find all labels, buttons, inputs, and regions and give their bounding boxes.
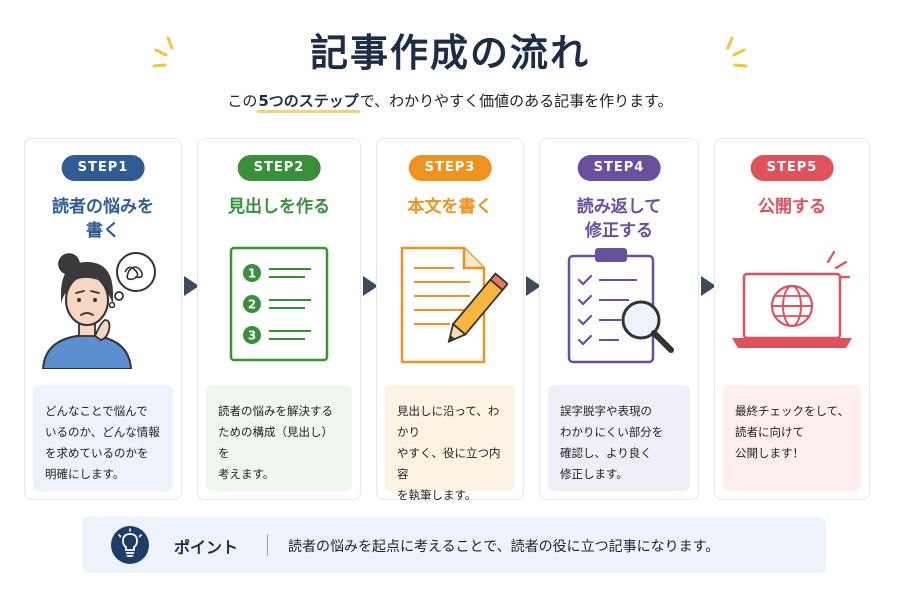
step-description: 誤字脱字や表現の わかりにくい部分を 確認し、より良く 修正します。 — [548, 385, 690, 491]
list-number: 2 — [248, 298, 256, 312]
step-description: 読者の悩みを解決する ための構成（見出し）を 考えます。 — [206, 385, 352, 491]
list-number: 1 — [248, 267, 256, 281]
step-card-3: STEP3 本文を書く 見出しに沿って、わかり やすく、役に立つ内容 を執筆しま… — [376, 138, 524, 502]
point-label: ポイント — [174, 538, 239, 557]
arrow-right-icon — [526, 276, 541, 296]
arrow-right-icon — [184, 276, 199, 296]
list-number: 3 — [248, 329, 256, 343]
numbered-list-icon: 1 2 3 — [229, 246, 329, 362]
arrow-right-icon — [363, 276, 378, 296]
step-card-5: STEP5 公開する 最終チェックをして、 読者に向けて 公開します！ — [714, 138, 870, 500]
laptop-globe-icon — [732, 250, 852, 348]
document-pencil-icon — [400, 246, 508, 364]
step-description: 最終チェックをして、 読者に向けて 公開します！ — [723, 385, 861, 491]
step-title: 読者の悩みを 書く — [52, 197, 154, 241]
point-banner: ポイント 読者の悩みを起点に考えることで、読者の役に立つ記事になります。 — [82, 517, 826, 573]
step-card-2: STEP2 見出しを作る 1 2 3 読者の悩みを解決する ための構成（見出し）… — [197, 138, 361, 500]
step-badge: STEP4 — [577, 155, 661, 181]
page-title: 記事作成の流れ — [309, 31, 590, 75]
lightbulb-icon — [111, 526, 149, 564]
point-text: 読者の悩みを起点に考えることで、読者の役に立つ記事になります。 — [288, 539, 720, 555]
step-badge: STEP1 — [61, 155, 145, 181]
step-title: 読み返して 修正する — [576, 197, 662, 241]
sparkle-right-icon — [726, 36, 748, 68]
step-title: 公開する — [758, 197, 826, 217]
checklist-magnifier-icon — [567, 248, 674, 364]
divider — [267, 534, 268, 556]
step-title: 見出しを作る — [228, 197, 330, 217]
subtitle: この5つのステップで、わかりやすく価値のある記事を作ります。 — [0, 90, 900, 113]
arrow-right-icon — [701, 276, 716, 296]
step-card-4: STEP4 読み返して 修正する 誤字脱字や表現の わかりにくい部分を 確認し、… — [539, 138, 699, 500]
step-title: 本文を書く — [407, 197, 493, 217]
worried-person-icon — [41, 252, 156, 369]
step-description: どんなことで悩んで いるのか、どんな情報 を求めているのかを 明確にします。 — [33, 385, 173, 491]
step-description: 見出しに沿って、わかり やすく、役に立つ内容 を執筆します。 — [385, 385, 515, 502]
step-card-1: STEP1 読者の悩みを 書く どんなことで悩んで いるのか、どんな情報 を求め… — [24, 138, 182, 500]
subtitle-highlight: 5つのステップ — [257, 92, 360, 113]
step-badge: STEP5 — [750, 155, 834, 181]
step-badge: STEP2 — [237, 155, 321, 181]
sparkle-left-icon — [152, 36, 174, 68]
step-badge: STEP3 — [408, 155, 492, 181]
